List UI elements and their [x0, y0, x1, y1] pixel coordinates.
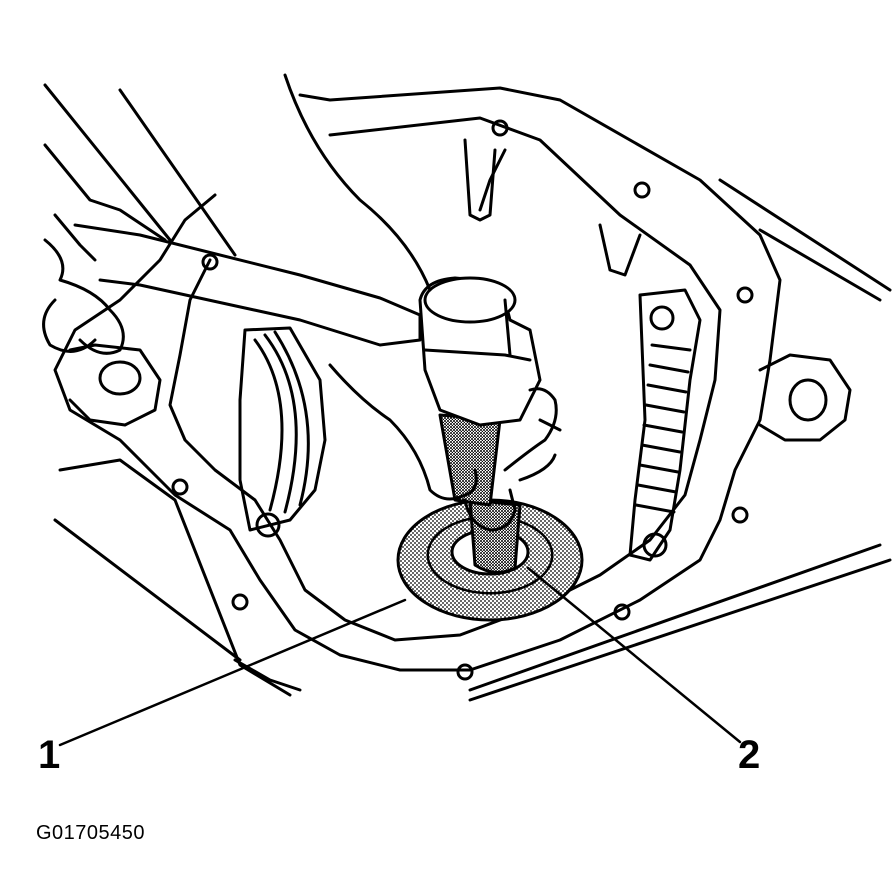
hand-lower-finger	[463, 488, 517, 532]
bolt-hole	[491, 119, 509, 137]
hand-knuckles	[43, 238, 125, 355]
cap-rib	[642, 423, 684, 434]
mounting-ear-hole	[788, 378, 828, 422]
bearing-cap-right	[628, 288, 702, 562]
arm-upper	[53, 213, 97, 262]
hammer-edge	[503, 298, 512, 357]
bolt-hole	[201, 253, 219, 271]
rib	[598, 223, 642, 277]
bolt-hole	[633, 181, 651, 199]
bolt-hole	[736, 286, 754, 304]
hand-lower-finger	[503, 387, 558, 472]
cap-rib	[646, 383, 688, 394]
hammer-edge	[423, 348, 532, 362]
cap-arc	[273, 330, 310, 507]
cap-rib	[636, 483, 678, 494]
callout-1: 1	[38, 733, 61, 777]
figure-id: G01705450	[36, 822, 146, 844]
hammer-face	[423, 276, 517, 324]
case-line	[758, 228, 882, 302]
case-line	[53, 518, 242, 662]
leader-line-1	[58, 598, 407, 747]
callout-2: 2	[738, 733, 761, 777]
mounting-ear-left	[68, 343, 162, 427]
cap-rib	[640, 443, 682, 454]
bolt-hole	[456, 663, 474, 681]
mounting-ear-left-hole	[98, 360, 142, 396]
case-line	[468, 558, 892, 702]
cap-rib	[650, 343, 692, 352]
arm-line	[43, 83, 172, 242]
rib	[463, 138, 497, 222]
housing-flange-outline	[53, 86, 782, 672]
mounting-ear-right	[758, 353, 852, 442]
rib	[478, 148, 507, 212]
case-line	[468, 543, 882, 692]
cap-rib	[644, 403, 686, 414]
installer-shaft	[468, 498, 522, 574]
cap-rib	[638, 463, 680, 474]
hammer-handle	[73, 223, 422, 347]
bolt-hole	[231, 593, 249, 611]
hand-lower	[328, 363, 478, 501]
case-line	[233, 658, 302, 692]
arm-line	[118, 88, 237, 257]
bearing-cap-bolt	[649, 305, 675, 331]
hand-lower-finger	[538, 418, 562, 432]
hand-thumb	[42, 298, 97, 353]
leader-line-2	[526, 566, 742, 744]
bearing-cap-bolt	[642, 532, 668, 558]
cap-rib	[634, 503, 676, 514]
bearing-cap-bolt	[255, 512, 281, 538]
cap-arc	[253, 338, 284, 512]
hand-lower-finger	[518, 453, 557, 482]
cap-rib	[648, 363, 690, 374]
bolt-hole	[613, 603, 631, 621]
case-line	[718, 178, 892, 292]
arm-upper	[43, 143, 167, 242]
bolt-hole	[731, 506, 749, 524]
arm-lower	[283, 73, 432, 292]
case-line	[58, 458, 292, 697]
bolt-hole	[171, 478, 189, 496]
bearing-cap-left	[238, 326, 327, 532]
cap-arc	[263, 333, 298, 514]
